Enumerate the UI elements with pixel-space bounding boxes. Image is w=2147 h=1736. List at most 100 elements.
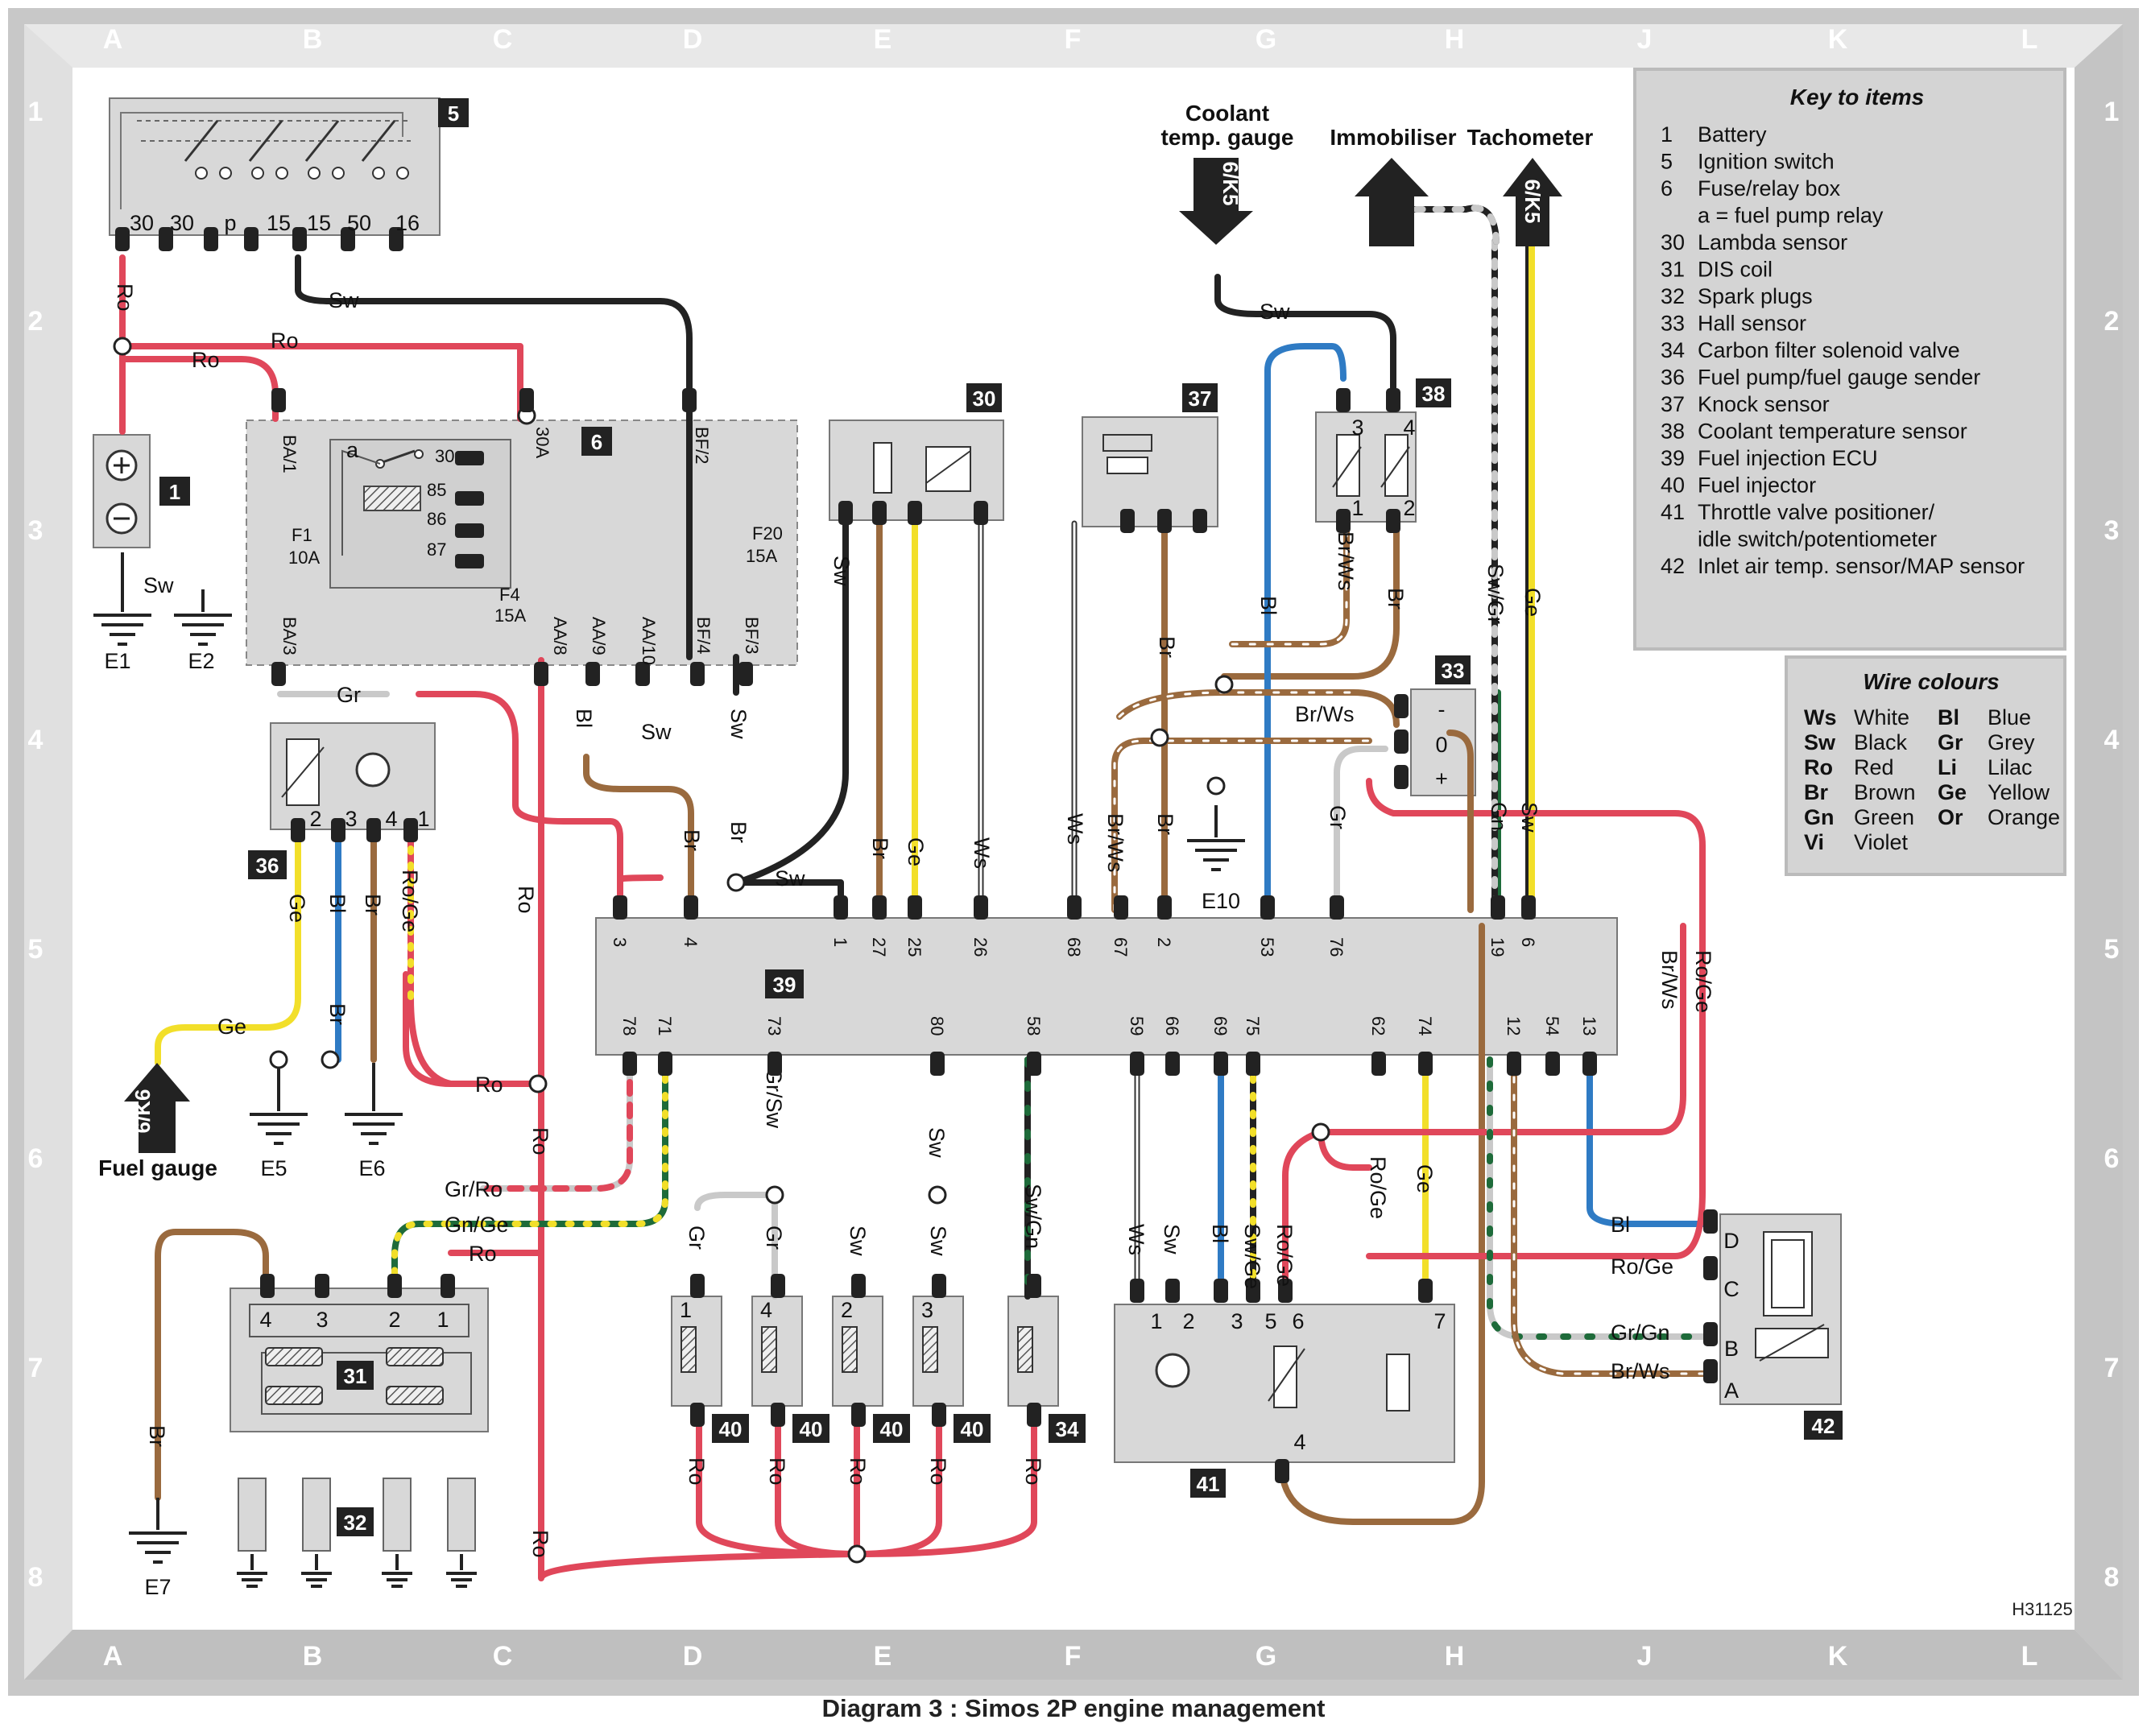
grid-number-right: 7 [2104, 1353, 2120, 1383]
key-item-text: Fuel pump/fuel gauge sender [1698, 366, 1980, 390]
fuse-f4-rating: 15A [494, 606, 526, 626]
connector-plug [1165, 1279, 1180, 1303]
wire-label-grgn-42: Gr/Gn [1611, 1321, 1670, 1345]
wire-label-vertical: Sw [846, 1226, 870, 1256]
relay-pin-30: 30 [435, 446, 454, 466]
grid-letter-bottom: F [1065, 1641, 1082, 1672]
connector-plug [771, 1403, 785, 1427]
wire-label-vertical: Sw [1517, 802, 1541, 833]
wire-label-ro-1: Ro [113, 283, 137, 312]
wire-colour-name: White [1854, 705, 1909, 730]
ecu-top-plug [1157, 895, 1172, 920]
ecu-bottom-plug [623, 1052, 637, 1076]
wire-label-ro-4: Ro [475, 1073, 503, 1097]
connector-plug [771, 1274, 785, 1298]
wire-label-vertical: Sw [926, 1226, 950, 1256]
coolant-temp-sensor [1315, 378, 1451, 523]
connector-plug [534, 662, 548, 686]
wire-label-vertical: Br [868, 837, 892, 859]
ecu-top-pin: 76 [1326, 937, 1347, 957]
key-item-text: Fuel injector [1698, 473, 1816, 498]
connector-plug [331, 818, 345, 842]
earth-e7: E7 [144, 1575, 171, 1599]
wire-label-vertical: Br [726, 821, 751, 843]
ecu-bottom-plug [1027, 1052, 1041, 1076]
wire-colour-name: Black [1854, 730, 1908, 754]
ign-pin-50: 50 [347, 211, 371, 235]
ecu-top-plug [872, 895, 887, 920]
tachometer-label: Tachometer [1467, 125, 1594, 150]
ecu-top-pin: 1 [830, 937, 850, 947]
key-item-number: 40 [1661, 473, 1685, 498]
key-item-text: Fuse/relay box [1698, 176, 1841, 200]
s42-pin-a: A [1724, 1378, 1739, 1403]
grid-number-left: 6 [28, 1143, 43, 1174]
connector-plug [519, 388, 534, 412]
wire-colour-name: Green [1854, 805, 1914, 829]
grid-letter-bottom: J [1637, 1641, 1653, 1672]
key-item-text: Fuel injection ECU [1698, 446, 1878, 470]
wire-colour-code: Or [1938, 805, 1963, 829]
tag-ecu: 39 [773, 973, 796, 997]
key-item-number: 33 [1661, 312, 1685, 336]
s31-pin-2: 2 [388, 1308, 400, 1332]
wire-colour-name: Grey [1988, 730, 2035, 754]
s36-pin-2: 2 [309, 807, 321, 831]
connector-plug [389, 227, 403, 251]
ecu-bottom-pin: 74 [1415, 1016, 1435, 1035]
wire-label-vertical: Ge [1413, 1164, 1437, 1193]
wire-colours-title: Wire colours [1863, 669, 1999, 694]
s33-pin-plus: + [1435, 767, 1448, 791]
immobiliser-label: Immobiliser [1330, 125, 1456, 150]
wire-label-brws-33: Br/Ws [1295, 702, 1355, 726]
ecu-bottom-plug [767, 1052, 782, 1076]
s38-pin-2: 2 [1403, 496, 1415, 520]
s42-pin-d: D [1723, 1229, 1740, 1253]
key-item-text: idle switch/potentiometer [1698, 527, 1937, 552]
ecu-top-plug [834, 895, 848, 920]
wire-label-sw-5: Sw [775, 866, 805, 891]
grid-number-left: 5 [28, 934, 43, 965]
fuse-f20: F20 [752, 523, 783, 544]
connector-plug [1120, 509, 1135, 533]
ecu-top-plug [1114, 895, 1128, 920]
tag-injector-3: 40 [880, 1417, 904, 1441]
fb-term-bf4: BF/4 [693, 617, 714, 654]
wire-label-vertical: Gr/Sw [762, 1068, 786, 1129]
wire-label-vertical: Ro [685, 1457, 709, 1486]
dis-coil [230, 1288, 489, 1432]
connector-plug [690, 662, 705, 686]
connector-plug [1703, 1256, 1718, 1280]
wire-label-sw-2: Sw [143, 573, 174, 597]
s31-pin-4: 4 [259, 1308, 271, 1332]
grid-number-right: 8 [2104, 1562, 2120, 1593]
wire-label-vertical: Sw [726, 709, 751, 739]
grid-letter-top: C [493, 24, 513, 55]
connector-plug [1394, 730, 1409, 754]
ecu-bottom-pin: 73 [764, 1016, 784, 1035]
ecu-top-pin: 4 [681, 937, 701, 947]
key-item-number: 42 [1661, 554, 1685, 578]
key-item-text: Carbon filter solenoid valve [1698, 338, 1960, 362]
wire-label-vertical: Ro [926, 1457, 950, 1486]
wire-colour-code: Br [1804, 780, 1828, 804]
fb-term-bf2: BF/2 [692, 427, 712, 464]
connector-plug [315, 1274, 329, 1298]
ecu-bottom-pin: 75 [1243, 1016, 1263, 1035]
earth-e5: E5 [260, 1156, 287, 1180]
ecu-bottom-pin: 69 [1210, 1016, 1231, 1035]
ecu-bottom-pin: 71 [655, 1016, 675, 1035]
key-item-text: a = fuel pump relay [1698, 204, 1884, 228]
wire-label-vertical: Ge [1520, 588, 1545, 617]
s36-pin-3: 3 [345, 807, 357, 831]
wire-label-vertical: Sw [829, 556, 854, 586]
fuse-relay-box [246, 420, 798, 666]
key-item-text: Throttle valve positioner/ [1698, 500, 1935, 524]
key-item-number: 6 [1661, 176, 1673, 200]
wire-label-vertical: Gr [1326, 805, 1350, 829]
connector-plug [738, 662, 753, 686]
arrow-immobiliser [1355, 158, 1429, 246]
ign-pin-30b: 30 [170, 211, 194, 235]
